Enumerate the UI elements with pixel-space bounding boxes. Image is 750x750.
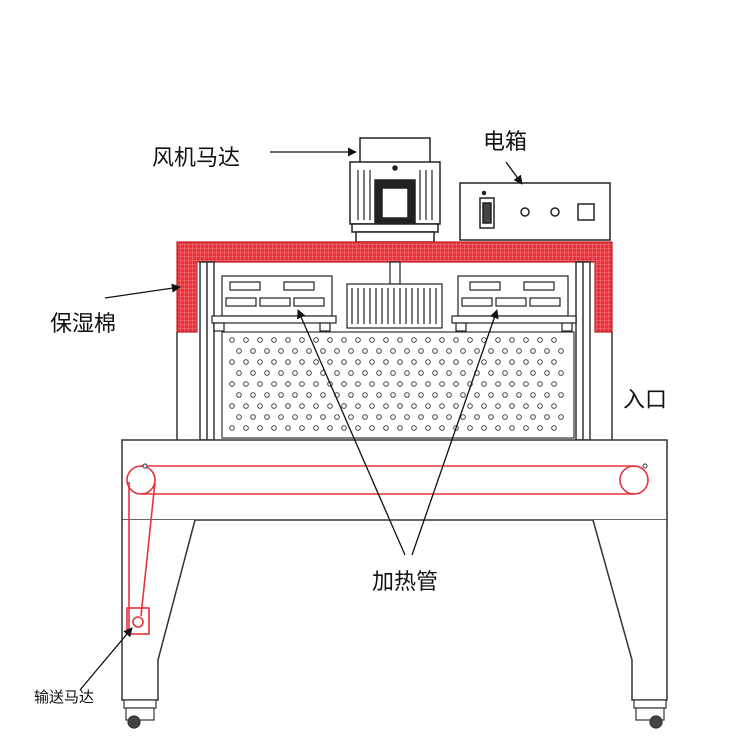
- conveyor-bolts: [142, 463, 648, 469]
- insulation-cotton-frame: [176, 241, 613, 333]
- fan-motor-label: 风机马达: [152, 146, 241, 171]
- entrance-label: 入口: [623, 388, 668, 413]
- fan-impeller: [346, 261, 443, 329]
- insulation-cotton-label: 保湿棉: [50, 312, 117, 337]
- leader-lines: [79, 147, 523, 691]
- heating-box-left: [211, 275, 337, 332]
- conveyor-motor-label: 输送马达: [34, 688, 95, 706]
- conveyor-table: [121, 439, 668, 701]
- fan-motor: [349, 137, 441, 243]
- electric-box: [459, 182, 611, 241]
- perforated-plate: [221, 331, 575, 439]
- heating-tube-label: 加热管: [372, 570, 439, 595]
- caster-left: [123, 699, 157, 729]
- electric-box-label: 电箱: [483, 130, 528, 155]
- caster-right: [633, 699, 667, 729]
- heating-box-right: [451, 275, 577, 332]
- conveyor-belt: [126, 465, 649, 635]
